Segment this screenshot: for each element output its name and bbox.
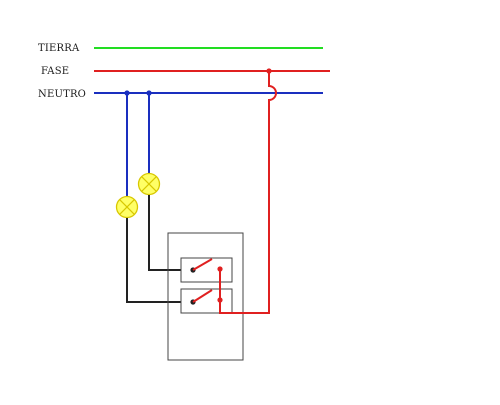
label-fase: FASE [41,66,69,77]
return-wire-lamp-2 [148,195,193,271]
label-tierra: TIERRA [38,43,80,54]
label-neutro: NEUTRO [38,89,86,100]
lamp-icon [137,172,161,196]
return-wire-lamp-1 [126,218,193,303]
fase-feed-wire [219,71,277,314]
switch-box [167,232,244,361]
switch-icon [180,257,233,283]
lamp-icon [115,195,139,219]
switch-icon [180,288,233,314]
